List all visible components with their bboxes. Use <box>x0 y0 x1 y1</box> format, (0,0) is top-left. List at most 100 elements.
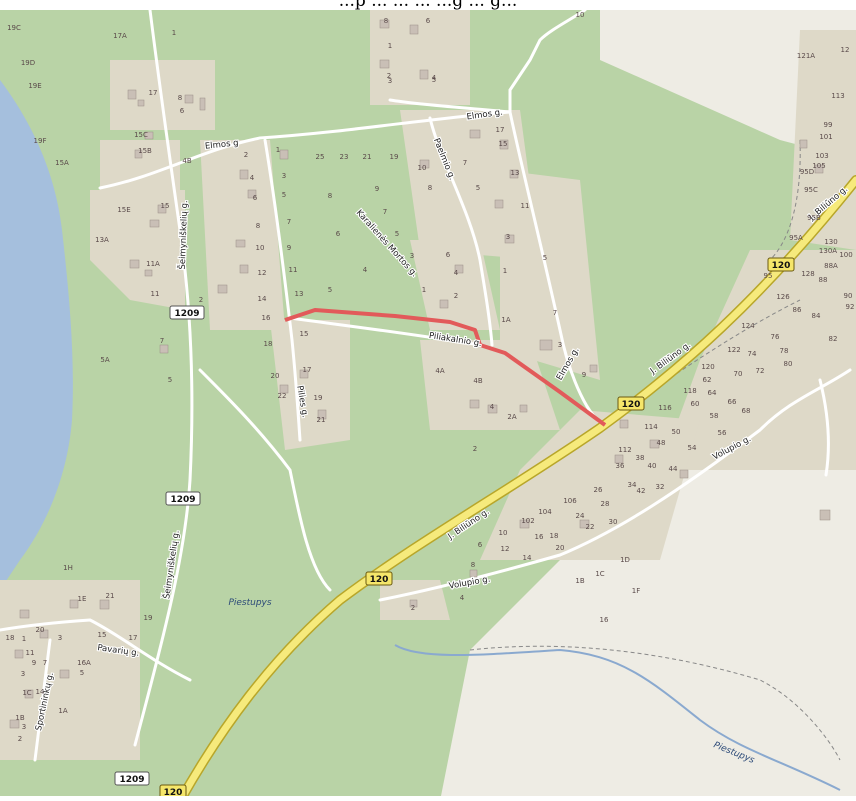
house-number: 1B <box>15 714 24 722</box>
house-number: 3 <box>506 233 510 241</box>
house-number: 12 <box>501 545 510 553</box>
house-number: 16A <box>77 659 91 667</box>
house-number: 15C <box>134 131 148 139</box>
house-number: 3 <box>21 670 25 678</box>
house-number: 95D <box>800 168 814 176</box>
house-number: 1B <box>575 577 584 585</box>
house-number: 44 <box>669 465 678 473</box>
house-number: 17 <box>149 89 158 97</box>
house-number: 95A <box>789 234 803 242</box>
house-number: 8 <box>328 192 332 200</box>
house-number: 36 <box>616 462 625 470</box>
route-shield-1209-a: 1209 <box>169 305 205 320</box>
house-number: 128 <box>801 270 814 278</box>
house-number: 13 <box>511 169 520 177</box>
route-shield-1209-c: 1209 <box>114 771 150 786</box>
house-number: 11 <box>151 290 160 298</box>
house-number: 13 <box>295 290 304 298</box>
house-number: 8 <box>178 94 182 102</box>
house-number: 106 <box>563 497 577 505</box>
piestupys-stream <box>394 644 841 791</box>
house-number: 1A <box>58 707 67 715</box>
house-number: 5 <box>476 184 480 192</box>
house-number: 21 <box>106 592 115 600</box>
house-number: 60 <box>691 400 700 408</box>
house-number: 88 <box>819 276 828 284</box>
house-number: 4B <box>473 377 482 385</box>
house-number: 17A <box>113 32 127 40</box>
house-number: 104 <box>538 508 552 516</box>
house-number: 8 <box>256 222 260 230</box>
house-number: 24 <box>576 512 585 520</box>
house-number: 1D <box>620 556 630 564</box>
house-number: 19F <box>34 137 47 145</box>
house-number: 2 <box>387 72 391 80</box>
house-number: 10 <box>499 529 508 537</box>
house-number: 15B <box>138 147 152 155</box>
house-number: 14 <box>36 688 45 696</box>
house-number: 95 <box>764 272 773 280</box>
house-number: 5 <box>168 376 172 384</box>
house-number: 23 <box>340 153 349 161</box>
house-number: 50 <box>672 428 681 436</box>
house-number: 4 <box>250 174 255 182</box>
house-number: 28 <box>601 500 610 508</box>
house-number: 2 <box>411 604 415 612</box>
house-number: 6 <box>478 541 483 549</box>
house-number: 95B <box>807 214 821 222</box>
house-number: 12 <box>258 269 267 277</box>
house-number: 3 <box>558 341 562 349</box>
house-number: 12 <box>841 46 850 54</box>
route-shield-120-b: 120 <box>617 396 645 411</box>
route-highlight <box>284 308 607 427</box>
house-number: 1F <box>632 587 640 595</box>
house-number: 9 <box>32 659 36 667</box>
house-number: 78 <box>780 347 789 355</box>
house-number: 68 <box>742 407 751 415</box>
house-number: 5A <box>100 356 109 364</box>
house-number: 5 <box>328 286 332 294</box>
house-number: 5 <box>543 254 547 262</box>
house-number: 13A <box>95 236 109 244</box>
house-number: 21 <box>363 153 372 161</box>
route-shield-label: 120 <box>164 788 183 798</box>
house-number: 15 <box>300 330 309 338</box>
house-number: 2 <box>244 151 248 159</box>
caption-text: ...p ... ... ... ...g ... g... <box>338 0 518 10</box>
house-number: 8 <box>428 184 432 192</box>
house-number: 124 <box>741 322 755 330</box>
route-shield-120-c: 120 <box>365 571 393 586</box>
house-number: 19 <box>390 153 399 161</box>
house-number: 14 <box>258 295 267 303</box>
house-number: 15 <box>499 140 508 148</box>
house-number: 7 <box>463 159 467 167</box>
house-number: 6 <box>180 107 185 115</box>
house-number: 126 <box>776 293 790 301</box>
house-number: 11 <box>289 266 298 274</box>
house-number: 3 <box>410 252 414 260</box>
river <box>0 80 73 590</box>
house-number: 26 <box>594 486 603 494</box>
house-number: 2 <box>18 735 22 743</box>
house-number: 6 <box>426 17 431 25</box>
house-number: 6 <box>336 230 341 238</box>
house-number: 42 <box>637 487 646 495</box>
house-number: 54 <box>688 444 697 452</box>
house-number: 17 <box>496 126 505 134</box>
house-number: 72 <box>756 367 765 375</box>
route-shield-label: 1209 <box>119 775 144 785</box>
house-number: 32 <box>656 483 665 491</box>
house-number: 121A <box>797 52 815 60</box>
house-number: 1 <box>276 146 280 154</box>
route-shield-label: 120 <box>622 400 641 410</box>
route-shield-label: 1209 <box>170 495 195 505</box>
open-land-north <box>600 10 856 160</box>
route-shield-120-a: 120 <box>767 257 795 272</box>
house-number: 18 <box>6 634 15 642</box>
house-number: 1 <box>503 267 507 275</box>
house-number: 118 <box>683 387 696 395</box>
house-number: 92 <box>846 303 855 311</box>
route-shield-1209-b: 1209 <box>165 491 201 506</box>
